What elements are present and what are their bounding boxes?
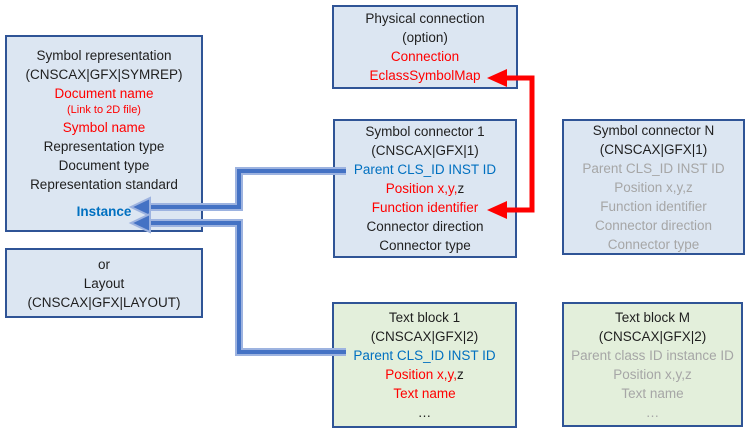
box-text-block-m-text: (CNSCAX|GFX|2) (598, 328, 707, 344)
box-symbol-representation-line (7, 194, 201, 202)
box-symbol-connector-n: Symbol connector N (CNSCAX|GFX|1) Parent C… (562, 119, 745, 255)
box-text-block-m-text: Text block M (614, 309, 691, 325)
box-text-block-m-text: … (645, 404, 660, 420)
box-symbol-connector-n-line: Connector type (564, 235, 743, 254)
box-symbol-representation-line: Document type (7, 156, 201, 175)
box-symbol-connector-1-line: Connector direction (335, 217, 515, 236)
box-symbol-connector-1-text: z (457, 181, 465, 196)
box-layout-line: Layout (7, 274, 201, 293)
box-symbol-representation-text: Document type (58, 158, 150, 173)
box-symbol-connector-1-text: Symbol connector 1 (365, 124, 485, 139)
box-text-block-1-text: (CNSCAX|GFX|2) (370, 329, 479, 344)
box-text-block-1-line: Text block 1 (334, 308, 515, 327)
box-text-block-m-line: Text name (564, 384, 741, 403)
box-layout-line: (CNSCAX|GFX|LAYOUT) (7, 293, 201, 312)
box-physical-connection-text: (option) (402, 30, 448, 45)
box-text-block-m-line: … (564, 403, 741, 422)
box-symbol-representation: Symbol representation (CNSCAX|GFX|SYMREP)… (5, 35, 203, 232)
box-symbol-representation-text: Representation type (43, 139, 165, 154)
box-symbol-connector-n-line: Function identifier (564, 197, 743, 216)
box-symbol-connector-1-line: Position x,y,z (335, 179, 515, 198)
box-symbol-connector-n-text: Connector type (607, 236, 700, 252)
box-symbol-representation-text: Symbol name (62, 120, 146, 135)
box-symbol-connector-n-text: Position x,y,z (614, 179, 693, 195)
box-symbol-representation-line: Representation standard (7, 175, 201, 194)
box-layout-line: or (7, 255, 201, 274)
box-text-block-1-line: Text name (334, 384, 515, 403)
box-text-block-1-text: z (457, 367, 464, 382)
box-text-block-m-line: Parent class ID instance ID (564, 346, 741, 365)
box-text-block-m-line: (CNSCAX|GFX|2) (564, 327, 741, 346)
box-text-block-m-line: Text block M (564, 308, 741, 327)
box-text-block-m-line: Position x,y,z (564, 365, 741, 384)
box-physical-connection-line: (option) (334, 28, 516, 47)
box-symbol-connector-1-line: (CNSCAX|GFX|1) (335, 141, 515, 160)
box-symbol-connector-1-line: Connector type (335, 236, 515, 255)
box-text-block-m-text: Position x,y,z (613, 366, 692, 382)
box-text-block-1: Text block 1 (CNSCAX|GFX|2) Parent CLS_ID … (332, 302, 517, 428)
box-symbol-connector-1-line: Symbol connector 1 (335, 122, 515, 141)
box-symbol-connector-1-text: Connector direction (366, 219, 484, 234)
box-text-block-1-text: Text block 1 (388, 310, 461, 325)
box-symbol-representation-text: Instance (76, 204, 132, 219)
box-text-block-1-line: … (334, 403, 515, 422)
box-physical-connection-line: Physical connection (334, 9, 516, 28)
box-symbol-connector-1: Symbol connector 1 (CNSCAX|GFX|1) Parent C… (333, 119, 517, 258)
box-symbol-connector-n-line: Connector direction (564, 216, 743, 235)
box-symbol-representation-line: (CNSCAX|GFX|SYMREP) (7, 65, 201, 84)
box-symbol-connector-n-text: Connector direction (594, 217, 713, 233)
box-physical-connection-line: EclassSymbolMap (334, 66, 516, 85)
box-text-block-m-text: Parent class ID instance ID (571, 347, 734, 363)
box-symbol-representation-line: Instance (7, 202, 201, 221)
box-symbol-connector-n-line: Symbol connector N (564, 121, 743, 140)
box-symbol-connector-n-line: (CNSCAX|GFX|1) (564, 140, 743, 159)
box-text-block-1-text: Position x,y, (385, 367, 458, 382)
box-symbol-representation-line: Representation type (7, 137, 201, 156)
box-physical-connection-text: Physical connection (365, 11, 485, 26)
box-symbol-connector-n-text: Parent CLS_ID INST ID (582, 160, 725, 176)
box-text-block-m-text: Text name (621, 385, 684, 401)
box-text-block-1-line: (CNSCAX|GFX|2) (334, 327, 515, 346)
box-symbol-connector-1-text: Parent CLS_ID INST ID (353, 162, 497, 177)
box-symbol-representation-text: Document name (54, 86, 154, 101)
box-symbol-representation-text: (Link to 2D file) (67, 104, 141, 116)
box-text-block-1-text: Parent CLS_ID INST ID (353, 348, 496, 363)
box-text-block-1-text: … (417, 405, 432, 420)
box-physical-connection-text: EclassSymbolMap (369, 68, 481, 83)
box-symbol-representation-text: (CNSCAX|GFX|SYMREP) (25, 67, 183, 82)
box-symbol-representation-line: Symbol representation (7, 46, 201, 65)
box-symbol-representation-line: (Link to 2D file) (7, 103, 201, 118)
box-text-block-1-line: Parent CLS_ID INST ID (334, 346, 515, 365)
box-symbol-connector-n-line: Parent CLS_ID INST ID (564, 159, 743, 178)
box-layout-text: (CNSCAX|GFX|LAYOUT) (27, 294, 181, 310)
box-symbol-representation-text: Symbol representation (36, 48, 172, 63)
box-symbol-connector-1-text: Position x,y, (385, 181, 458, 196)
box-layout-text: Layout (83, 275, 125, 291)
box-physical-connection-line: Connection (334, 47, 516, 66)
box-symbol-connector-n-text: Symbol connector N (592, 122, 715, 138)
box-symbol-connector-1-line: Function identifier (335, 198, 515, 217)
box-text-block-m: Text block M (CNSCAX|GFX|2) Parent class I… (562, 302, 743, 427)
box-symbol-connector-1-line: Parent CLS_ID INST ID (335, 160, 515, 179)
box-layout-text: or (97, 256, 110, 272)
box-symbol-connector-n-text: Function identifier (600, 198, 707, 214)
box-text-block-1-text: Text name (393, 386, 456, 401)
box-symbol-connector-1-text: (CNSCAX|GFX|1) (371, 143, 479, 158)
box-symbol-representation-line: Symbol name (7, 118, 201, 137)
box-symbol-connector-n-text: (CNSCAX|GFX|1) (599, 141, 708, 157)
box-physical-connection-text: Connection (390, 49, 460, 64)
box-symbol-connector-1-text: Connector type (379, 238, 471, 253)
box-text-block-1-line: Position x,y,z (334, 365, 515, 384)
box-symbol-representation-line: Document name (7, 84, 201, 103)
box-symbol-connector-1-text: Function identifier (371, 200, 479, 215)
box-symbol-representation-text: Representation standard (30, 177, 178, 192)
box-symbol-connector-n-line: Position x,y,z (564, 178, 743, 197)
